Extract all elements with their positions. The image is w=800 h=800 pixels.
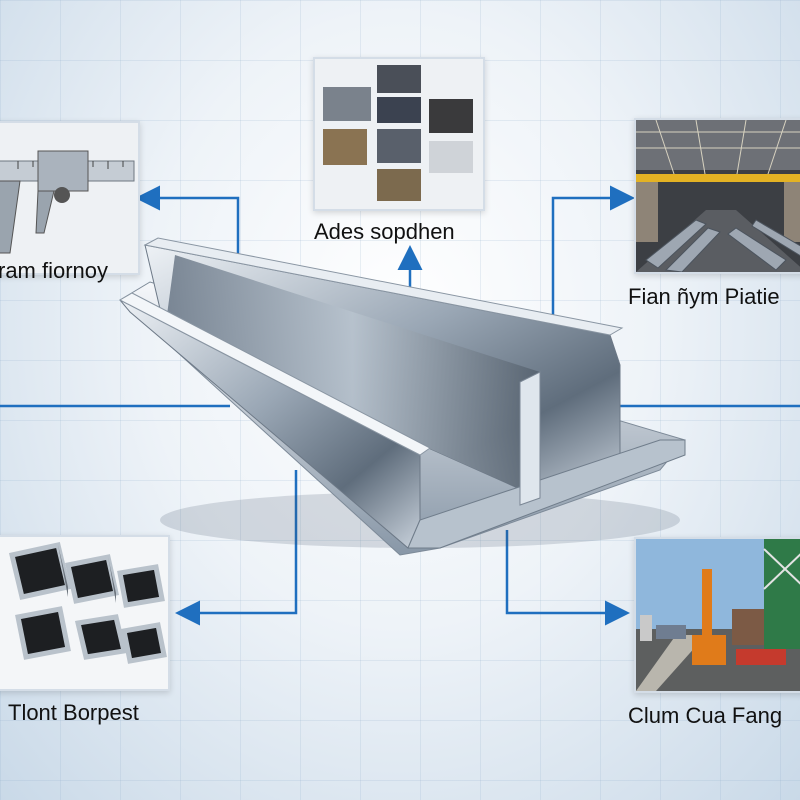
square-tubes-icon	[0, 537, 168, 689]
label-top-right: Fian ñym Piatie	[628, 284, 780, 309]
material-samples-icon	[315, 59, 483, 209]
connector-top-right	[551, 185, 635, 320]
factory-warehouse-icon	[636, 120, 800, 272]
card-bottom-left	[0, 535, 170, 691]
card-bottom-right	[634, 537, 800, 693]
connector-bottom-left	[175, 470, 298, 626]
card-top-right	[634, 118, 800, 274]
label-top-left: ram fiornoy	[0, 258, 109, 283]
card-top	[313, 57, 485, 211]
card-top-left	[0, 121, 140, 275]
connector-top-left	[135, 185, 240, 270]
label-top: Ades sopdhen	[314, 219, 455, 244]
caliper-icon	[0, 123, 138, 273]
connector-bottom-right	[505, 530, 630, 626]
label-bottom-right: Clum Cua Fang	[628, 703, 783, 728]
label-bottom-left: Tlont Borpest	[8, 700, 139, 725]
port-crane-icon	[636, 539, 800, 691]
